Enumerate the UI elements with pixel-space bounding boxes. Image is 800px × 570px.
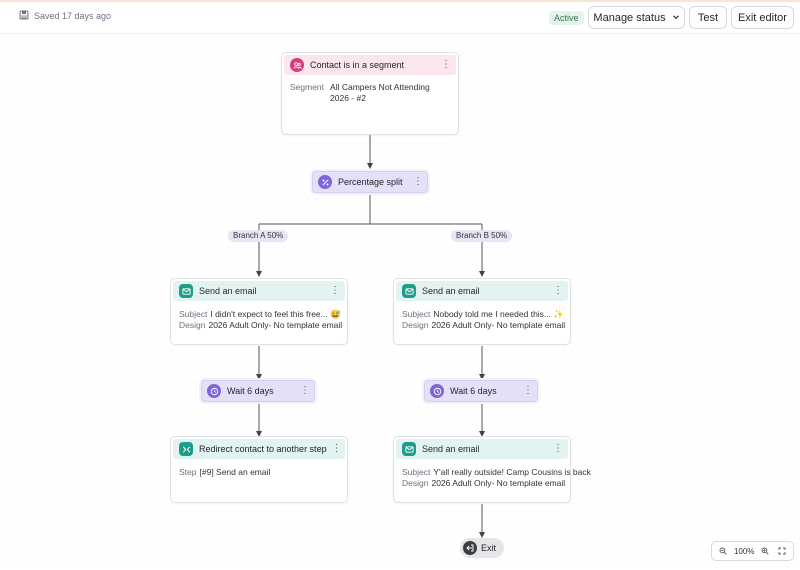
design-value: 2026 Adult Only- No template email: [208, 319, 343, 330]
redirect-card[interactable]: Redirect contact to another step ⋮ Step[…: [170, 436, 348, 503]
more-options-icon[interactable]: ⋮: [553, 443, 563, 454]
subject-value: Y'all really outside! Camp Cousins is ba…: [433, 467, 591, 477]
wait-node[interactable]: Wait 6 days ⋮: [424, 380, 538, 402]
trigger-card-header: Contact is in a segment ⋮: [284, 55, 456, 75]
design-value: 2026 Adult Only- No template email: [431, 319, 566, 330]
subject-label: Subject: [402, 467, 431, 477]
subject-value: Nobody told me I needed this... ✨: [433, 309, 564, 319]
more-options-icon[interactable]: ⋮: [523, 385, 533, 396]
exit-icon: [463, 541, 477, 555]
exit-editor-button[interactable]: Exit editor: [731, 6, 794, 29]
email-title: Send an email: [422, 286, 480, 296]
exit-label: Exit: [481, 543, 497, 553]
percent-icon: [318, 175, 332, 189]
clock-icon: [207, 384, 221, 398]
zoom-controls: 100%: [711, 541, 794, 561]
top-accent-line: [0, 0, 800, 2]
redirect-card-body: Step[#9] Send an email: [171, 461, 347, 482]
step-value: [#9] Send an email: [199, 467, 271, 477]
editor-toolbar: Saved 17 days ago Active Manage status T…: [0, 2, 800, 34]
status-badge: Active: [549, 11, 584, 25]
redirect-icon: [179, 442, 193, 456]
email-card-header: Send an email ⋮: [396, 281, 568, 301]
fit-screen-icon[interactable]: [776, 545, 788, 557]
segment-label: Segment: [290, 82, 325, 92]
branch-a-label: Branch A 50%: [228, 230, 289, 242]
subject-label: Subject: [402, 309, 431, 319]
email-icon: [179, 284, 193, 298]
more-options-icon[interactable]: ⋮: [300, 385, 310, 396]
zoom-in-icon[interactable]: [759, 545, 771, 557]
design-label: Design: [402, 477, 429, 488]
design-label: Design: [402, 319, 429, 330]
subject-label: Subject: [179, 309, 208, 319]
save-status: Saved 17 days ago: [19, 10, 111, 22]
design-value: 2026 Adult Only- No template email: [431, 477, 566, 488]
chevron-down-icon: [672, 12, 680, 24]
branch-b-label: Branch B 50%: [451, 230, 513, 242]
exit-node[interactable]: Exit: [460, 538, 504, 558]
email-title: Send an email: [199, 286, 257, 296]
save-icon: [19, 10, 29, 22]
trigger-card[interactable]: Contact is in a segment ⋮ Segment All Ca…: [281, 52, 459, 135]
subject-value: I didn't expect to feel this free... 😅: [210, 309, 341, 319]
percentage-split-node[interactable]: Percentage split ⋮: [312, 171, 428, 193]
wait-node[interactable]: Wait 6 days ⋮: [201, 380, 315, 402]
segment-value: All Campers Not Attending 2026 - #2: [330, 82, 430, 103]
split-title: Percentage split: [338, 177, 403, 187]
manage-status-button[interactable]: Manage status: [588, 6, 685, 29]
email-title: Send an email: [422, 444, 480, 454]
manage-status-label: Manage status: [593, 11, 666, 24]
zoom-out-icon[interactable]: [717, 545, 729, 557]
trigger-card-body: Segment All Campers Not Attending 2026 -…: [282, 77, 458, 107]
email-icon: [402, 442, 416, 456]
saved-text: Saved 17 days ago: [34, 11, 112, 21]
wait-title: Wait 6 days: [227, 386, 274, 396]
more-options-icon[interactable]: ⋮: [553, 285, 563, 296]
email-card-header: Send an email ⋮: [396, 439, 568, 459]
trigger-title: Contact is in a segment: [310, 60, 405, 70]
email-icon: [402, 284, 416, 298]
wait-title: Wait 6 days: [450, 386, 497, 396]
email-card-header: Send an email ⋮: [173, 281, 345, 301]
segment-icon: [290, 58, 304, 72]
zoom-level: 100%: [733, 546, 755, 556]
more-options-icon[interactable]: ⋮: [330, 285, 340, 296]
redirect-title: Redirect contact to another step: [199, 444, 327, 454]
redirect-card-header: Redirect contact to another step ⋮: [173, 439, 345, 459]
more-options-icon[interactable]: ⋮: [413, 176, 423, 187]
design-label: Design: [179, 319, 206, 330]
step-label: Step: [179, 467, 197, 477]
more-options-icon[interactable]: ⋮: [441, 59, 451, 70]
clock-icon: [430, 384, 444, 398]
test-button[interactable]: Test: [689, 6, 727, 29]
more-options-icon[interactable]: ⋮: [331, 443, 342, 454]
